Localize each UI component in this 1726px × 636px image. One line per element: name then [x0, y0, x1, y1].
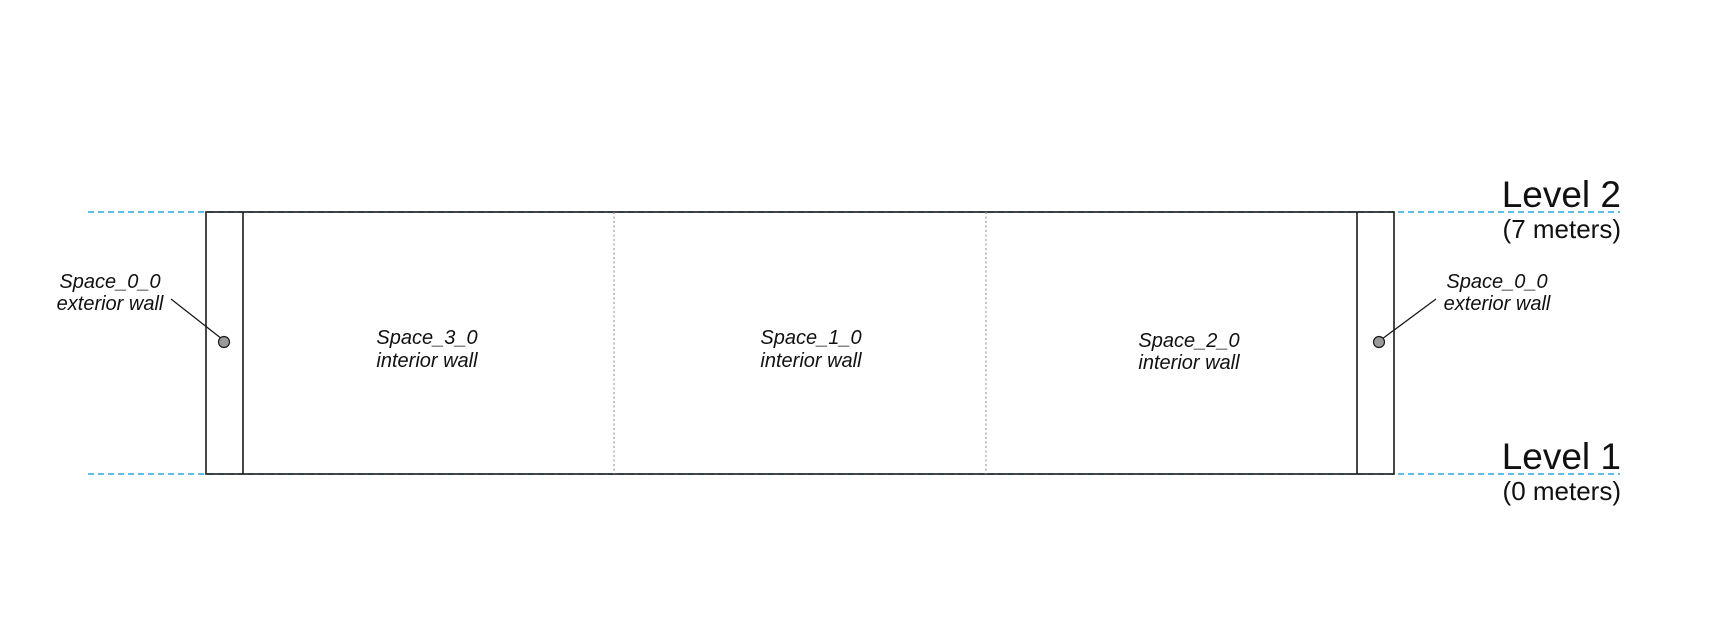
- left-exterior-space-name: Space_0_0: [59, 271, 160, 293]
- space-3-wall-type: interior wall: [376, 350, 478, 372]
- space-3-name: Space_3_0: [376, 327, 477, 349]
- level-1-height: (0 meters): [1503, 476, 1621, 506]
- space-1-wall-type: interior wall: [760, 350, 862, 372]
- level-2-label: Level 2: [1502, 174, 1621, 215]
- right-exterior-marker-dot: [1372, 335, 1386, 349]
- space-2-name: Space_2_0: [1138, 330, 1239, 352]
- left-exterior-marker-dot: [217, 335, 231, 349]
- level-2-height: (7 meters): [1503, 214, 1621, 244]
- space-1-name: Space_1_0: [760, 327, 861, 349]
- space-2-wall-type: interior wall: [1138, 352, 1240, 374]
- left-exterior-leader-line: [170, 298, 223, 340]
- level-1-label: Level 1: [1502, 436, 1621, 477]
- right-exterior-space-name: Space_0_0: [1446, 271, 1547, 293]
- building-outline: [205, 211, 1395, 475]
- right-exterior-leader-line: [1381, 298, 1437, 340]
- right-exterior-wall-type: exterior wall: [1444, 293, 1551, 315]
- left-exterior-wall-type: exterior wall: [57, 293, 164, 315]
